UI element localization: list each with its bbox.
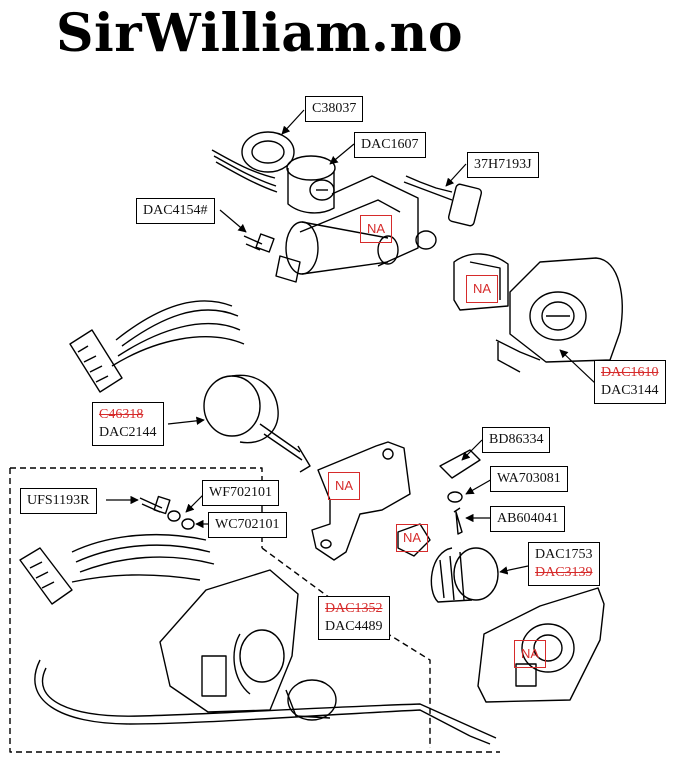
na-marker-mount: NA: [328, 472, 360, 500]
brand-logo-text: SirWilliam.no: [56, 3, 464, 64]
part-label-wc702101: WC702101: [208, 512, 287, 538]
part-label-c38037: C38037: [305, 96, 364, 122]
part-label-ufs1193r: UFS1193R: [20, 488, 97, 514]
part-label-wf702101: WF702101: [202, 480, 279, 506]
part-label-wa703081: WA703081: [490, 466, 568, 492]
na-marker-bracket: NA: [466, 275, 498, 303]
superseded-part-number: C46318: [99, 407, 144, 422]
na-marker-lights-console: NA: [514, 640, 546, 668]
part-label-37h7193j: 37H7193J: [467, 152, 539, 178]
superseded-part-number: DAC3139: [535, 565, 593, 580]
part-label-dac4154: DAC4154#: [136, 198, 215, 224]
superseded-part-number: DAC1352: [325, 601, 383, 616]
superseded-part-number: DAC1610: [601, 365, 659, 380]
na-marker-lock: NA: [360, 215, 392, 243]
part-label-bd86334: BD86334: [482, 427, 551, 453]
part-label-dac1607: DAC1607: [354, 132, 426, 158]
na-marker-nut: NA: [396, 524, 428, 552]
part-label-ab604041: AB604041: [490, 506, 566, 532]
